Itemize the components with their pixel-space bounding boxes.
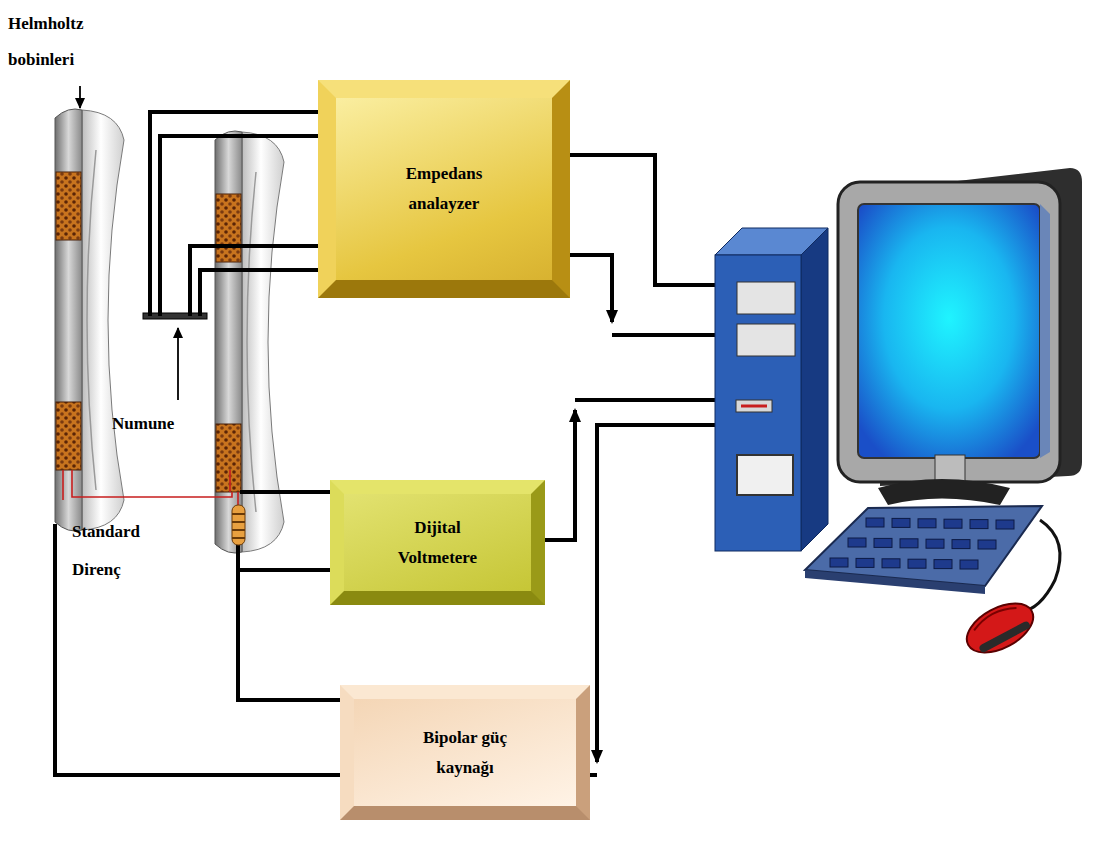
keyboard [805, 506, 1060, 612]
signal-wire [190, 246, 318, 316]
signal-wire [150, 112, 318, 316]
computer-mouse [978, 620, 1031, 653]
computer-tower [737, 282, 795, 314]
coil-wire [63, 470, 238, 505]
resistor-symbol [232, 537, 245, 539]
instrument-box: Empedans analayzer [318, 80, 570, 298]
component-label: Numune [112, 412, 202, 436]
keyboard-key [892, 518, 910, 527]
keyboard-key [970, 520, 988, 529]
helmholtz-coil [215, 131, 284, 553]
helmholtz-coil [55, 109, 124, 531]
computer-mouse [959, 593, 1041, 662]
computer-tower [737, 324, 795, 356]
keyboard-key [866, 518, 884, 527]
keyboard-key [900, 539, 918, 548]
resistor-symbol [232, 505, 245, 545]
computer-monitor [838, 168, 1082, 505]
data-cable [570, 255, 612, 322]
keyboard [805, 570, 985, 594]
data-cable [590, 773, 597, 777]
keyboard-key [856, 558, 874, 567]
keyboard-key [996, 520, 1014, 529]
coil-wire [72, 470, 232, 497]
computer-tower [715, 228, 828, 551]
keyboard-key [952, 540, 970, 549]
keyboard-key [908, 559, 926, 568]
circuit-wire [240, 490, 330, 494]
circuit-wire [55, 492, 340, 775]
keyboard-key [874, 538, 892, 547]
keyboard-key [944, 519, 962, 528]
box-label: Bipolar güç kaynağı [409, 723, 521, 783]
keyboard-key [934, 560, 952, 569]
circuit-wire [238, 545, 330, 570]
data-cable [597, 425, 715, 762]
resistor-symbol [232, 505, 245, 545]
resistor-symbol [232, 521, 245, 523]
data-cable [570, 155, 715, 285]
computer-tower [736, 400, 772, 412]
computer-mouse [959, 593, 1041, 662]
computer-monitor [838, 182, 1060, 482]
sample [143, 313, 207, 319]
box-label: Dijital Voltmetere [386, 513, 490, 573]
computer-tower [715, 255, 801, 551]
signal-wire [200, 270, 318, 316]
computer-monitor [878, 479, 1010, 505]
leader-arrow [79, 86, 81, 108]
signal-wire [160, 136, 318, 316]
keyboard-key [848, 538, 866, 547]
box-label: Empedans analayzer [392, 159, 496, 219]
data-cable [612, 333, 715, 337]
computer-monitor [1040, 204, 1050, 458]
computer-mouse [971, 603, 1016, 631]
coil-wire [229, 470, 231, 492]
data-cable [545, 410, 575, 540]
keyboard [1020, 520, 1060, 612]
data-cable [575, 398, 715, 402]
computer-tower [737, 455, 793, 495]
power-supply-box: Bipolar güç kaynağı [340, 685, 590, 820]
instrument-box: Dijital Voltmetere [330, 480, 545, 605]
computer-tower [741, 405, 767, 408]
leader-arrow [177, 328, 179, 400]
keyboard-key [978, 540, 996, 549]
keyboard [830, 518, 1014, 569]
helmholtz-coil [55, 109, 124, 531]
signal-wire [150, 112, 318, 316]
keyboard-key [918, 519, 936, 528]
circuit-wire [238, 570, 340, 700]
resistor-symbol [232, 513, 245, 515]
coil-wire [62, 470, 64, 500]
component-label: Standard Direnç [72, 513, 168, 589]
helmholtz-coil [215, 131, 284, 553]
resistor-symbol [232, 529, 245, 531]
keyboard-key [882, 559, 900, 568]
computer-monitor [858, 204, 1040, 458]
keyboard-key [960, 560, 978, 569]
keyboard-key [926, 539, 944, 548]
computer-tower [801, 228, 828, 551]
coil-wire [237, 492, 239, 505]
data-cable [545, 155, 715, 775]
component-label: Helmholtz bobinleri [8, 6, 108, 78]
keyboard-key [830, 558, 848, 567]
